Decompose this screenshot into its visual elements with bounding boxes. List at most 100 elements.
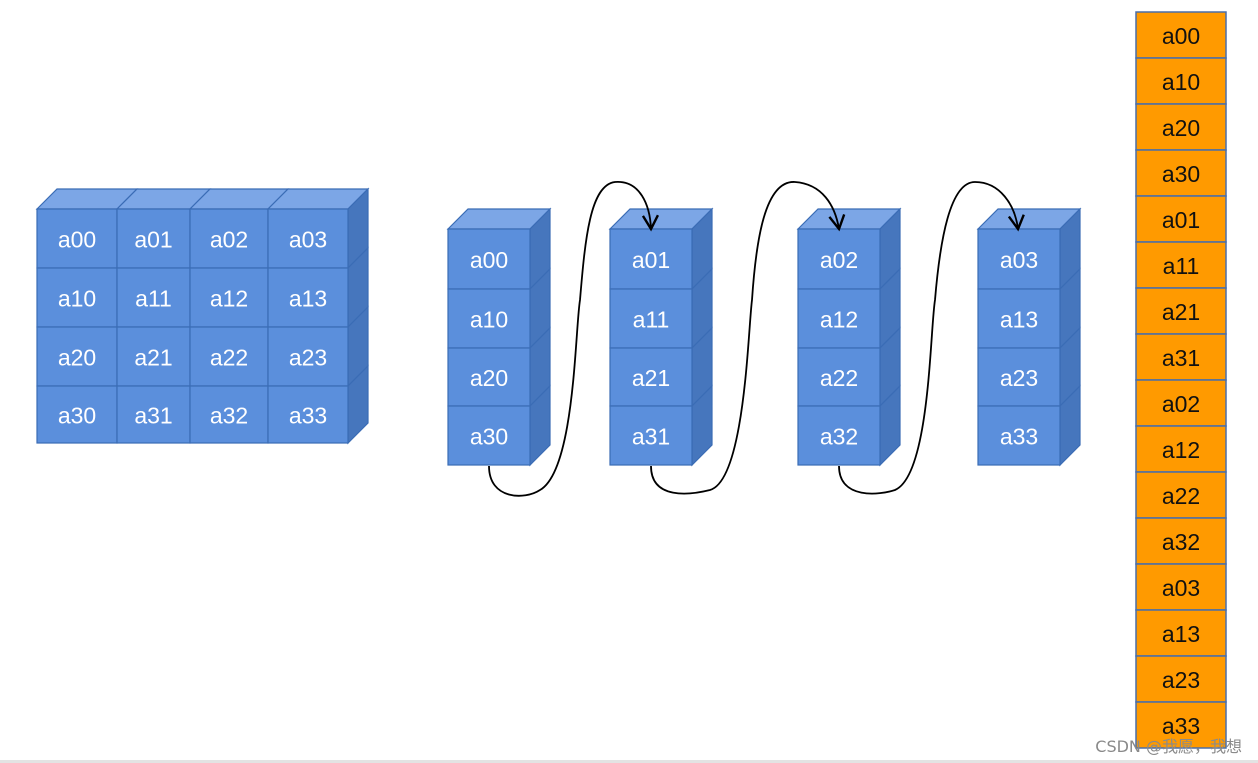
memory-cell-box [1135,103,1227,151]
cell-label: a22 [820,365,858,391]
cell-label: a02 [210,227,248,253]
matrix-cell-a20: a20 [36,326,118,387]
matrix-cell-a12: a12 [189,267,269,328]
matrix-cell-a30: a30 [36,385,118,444]
memory-cell-a30: a30 [1135,149,1227,197]
matrix-cell-a10: a10 [36,267,118,328]
column-cell-a23: a23 [977,326,1081,408]
memory-cell-a33: a33 [1135,701,1227,749]
memory-cell-label: a21 [1162,299,1200,325]
column-cell-a11: a11 [609,267,713,350]
column-cell-a10: a10 [447,267,551,350]
memory-cell-a10: a10 [1135,57,1227,105]
memory-cell-a21: a21 [1135,287,1227,335]
cell-label: a31 [134,403,172,429]
cube-front-face [116,208,191,269]
memory-cell-label: a03 [1162,575,1200,601]
cell-label: a30 [470,424,508,450]
matrix-cell-a02: a02 [188,188,290,269]
memory-cell-box [1135,655,1227,703]
matrix-cell-a32: a32 [189,385,269,444]
cell-label: a23 [1000,365,1038,391]
matrix-cell-a00: a00 [35,188,139,269]
cell-label: a01 [134,227,172,253]
memory-cell-box [1135,471,1227,519]
column-cell-a12: a12 [797,267,901,350]
cube-front-face [977,288,1061,349]
cell-label: a00 [470,247,508,273]
memory-cell-label: a22 [1162,483,1200,509]
matrix-cell-a22: a22 [189,326,269,387]
memory-cell-label: a32 [1162,529,1200,555]
memory-cell-a12: a12 [1135,425,1227,473]
cube-front-face [189,267,269,328]
cell-label: a23 [289,345,327,371]
column-cell-a00: a00 [446,207,552,291]
cell-label: a13 [289,286,327,312]
column-stack-3: a02 a12 a22 a32 [796,207,902,467]
cube-front-face [447,228,531,290]
memory-cell-a02: a02 [1135,379,1227,427]
cell-label: a33 [289,403,327,429]
cube-front-face [977,228,1061,290]
column-link-arrow-2 [650,181,846,495]
cell-label: a21 [632,365,670,391]
cell-label: a30 [58,403,96,429]
cube-front-face [267,385,349,444]
cell-label: a33 [1000,424,1038,450]
memory-cell-box [1135,425,1227,473]
column-cell-a03: a03 [976,207,1082,291]
cell-label: a10 [58,286,96,312]
column-order-arrows [488,181,1025,497]
column-stacks: a00a10a20a30a01a11a21a31a02a12a22a32a03a… [446,207,1082,467]
memory-cell-label: a20 [1162,115,1200,141]
cube-front-face [977,347,1061,407]
cube-front-face [36,208,118,269]
memory-cell-a13: a13 [1135,609,1227,657]
cube-front-face [36,385,118,444]
cell-label: a31 [632,424,670,450]
memory-cell-label: a30 [1162,161,1200,187]
column-cell-a13: a13 [977,267,1081,350]
memory-cell-a01: a01 [1135,195,1227,243]
bottom-rule [0,760,1258,763]
cell-label: a11 [633,307,670,333]
memory-cell-label: a11 [1163,253,1200,279]
memory-cell-a00: a00 [1135,11,1227,59]
column-cell-a31: a31 [609,384,713,467]
cube-front-face [189,326,269,387]
cell-label: a22 [210,345,248,371]
memory-cell-label: a31 [1162,345,1200,371]
cube-front-face [36,267,118,328]
memory-cell-label: a33 [1162,713,1200,739]
cube-front-face [267,326,349,387]
cell-label: a32 [820,424,858,450]
memory-cell-box [1135,701,1227,749]
column-stack-2: a01 a11 a21 a31 [608,207,714,467]
memory-cell-box [1135,57,1227,105]
cell-label: a03 [1000,247,1038,273]
cube-front-face [797,405,881,466]
cell-label: a20 [58,345,96,371]
matrix-cell-a21: a21 [116,326,191,387]
memory-cell-box [1135,195,1227,243]
memory-cell-a11: a11 [1135,241,1227,289]
memory-cell-a23: a23 [1135,655,1227,703]
cube-front-face [797,347,881,407]
column-link-arrow-1 [488,181,659,497]
cell-label: a20 [470,365,508,391]
memory-cell-label: a01 [1162,207,1200,233]
column-cell-a02: a02 [796,207,902,291]
cell-label: a12 [210,286,248,312]
cell-label: a12 [820,307,858,333]
matrix-cell-a01: a01 [115,188,212,269]
cube-front-face [267,267,349,328]
cube-front-face [267,208,349,269]
column-cell-a21: a21 [609,326,713,408]
column-cell-a01: a01 [608,207,714,291]
